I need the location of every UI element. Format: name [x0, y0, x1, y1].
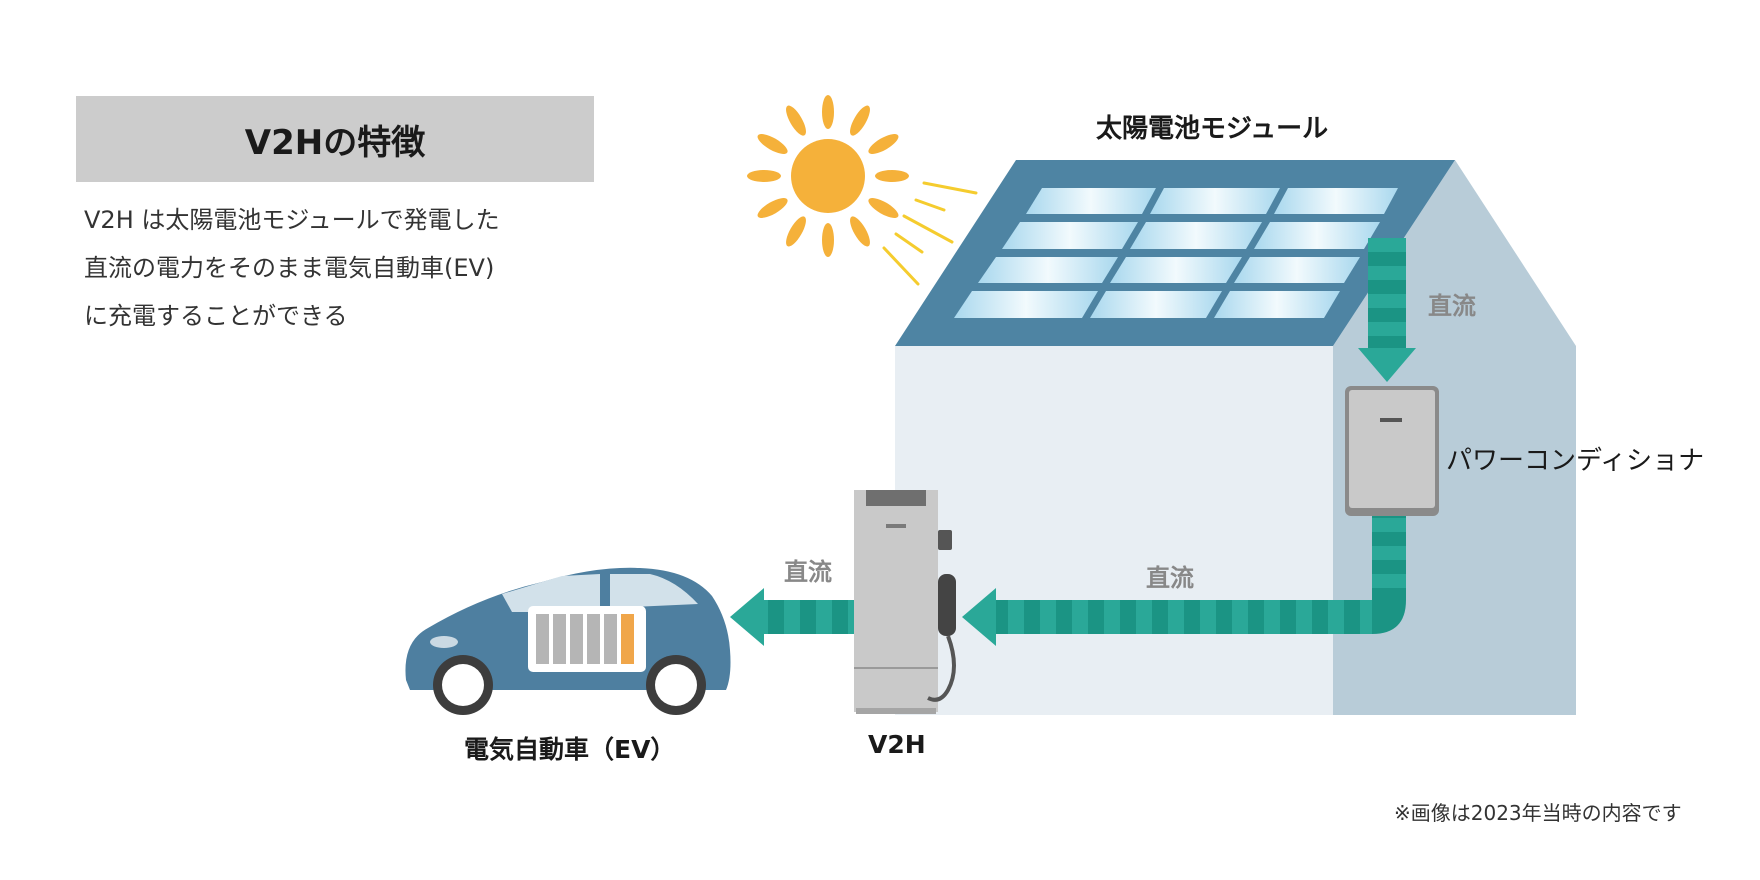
flow-arrow-body	[762, 600, 858, 634]
solar-panel-icon	[954, 188, 1398, 318]
feature-title: V2Hの特徴	[244, 122, 426, 163]
dc-flow-arrow-panel-to-conditioner	[1358, 238, 1416, 382]
flow-arrow-body	[994, 600, 1372, 634]
sun-ray	[875, 170, 909, 182]
flow-arrow-head	[730, 588, 764, 646]
house-front-wall	[895, 346, 1333, 715]
v2h-charger-slot	[886, 524, 906, 528]
v2h-charger-icon	[854, 490, 956, 714]
flow-arrow-head	[1358, 348, 1416, 382]
v2h-charger-cable	[927, 635, 956, 702]
solar-cell	[1234, 257, 1360, 283]
flow-arrow-body	[1372, 516, 1406, 600]
sun-ray	[757, 198, 788, 218]
solar-cell	[1274, 188, 1398, 214]
footnote: ※画像は2023年当時の内容です	[1394, 801, 1682, 825]
v2h-charger-base	[854, 490, 938, 712]
sun-icon	[747, 95, 909, 257]
dc-flow-label: 直流	[784, 558, 832, 586]
sun-ray	[786, 105, 806, 136]
dc-flow-label: 直流	[1428, 292, 1476, 320]
v2h-charger-top	[866, 490, 926, 506]
description-line: V2H は太陽電池モジュールで発電した	[84, 206, 500, 234]
sunbeam	[902, 214, 954, 244]
solar-cell	[1026, 188, 1156, 214]
sun-ray	[850, 216, 870, 247]
solar-cell	[954, 291, 1098, 318]
battery-cell-charged	[621, 614, 634, 664]
battery-icon	[528, 606, 646, 672]
car-wheel-hub	[442, 664, 484, 706]
battery-cell	[536, 614, 549, 664]
flow-arrow-elbow	[1372, 600, 1406, 634]
sun-ray	[786, 216, 806, 247]
solar-cell	[1150, 188, 1280, 214]
solar-cell	[1214, 291, 1340, 318]
sunbeam-lines	[882, 181, 978, 286]
sun-ray	[868, 134, 899, 154]
dc-flow-arrow-conditioner-to-v2h	[962, 516, 1406, 646]
flow-arrow-head	[962, 588, 996, 646]
v2h-charger-holder	[938, 530, 952, 550]
car-window	[502, 574, 600, 612]
flow-arrow-body	[1368, 238, 1406, 350]
sunbeam	[894, 232, 924, 254]
car-headlight	[430, 636, 458, 648]
sunbeam	[914, 198, 946, 212]
description-line: に充電することができる	[84, 302, 348, 330]
power-conditioner-indicator	[1380, 418, 1402, 422]
solar-cell	[978, 257, 1118, 283]
power-conditioner-icon	[1345, 386, 1439, 516]
v2h-charger-connector	[938, 574, 956, 636]
sun-disc	[791, 139, 865, 213]
solar-cell	[1130, 222, 1262, 249]
sun-ray	[822, 95, 834, 129]
solar-cell	[1110, 257, 1242, 283]
car-wheel-hub	[655, 664, 697, 706]
feature-title-box: V2Hの特徴	[76, 96, 594, 182]
solar-module-label: 太陽電池モジュール	[1096, 114, 1329, 144]
sun-ray	[868, 198, 899, 218]
sun-ray	[850, 105, 870, 136]
sun-ray	[747, 170, 781, 182]
v2h-charger-foot	[856, 708, 936, 714]
dc-flow-arrow-v2h-to-ev	[730, 588, 858, 646]
sun-ray	[757, 134, 788, 154]
solar-cell	[1254, 222, 1380, 249]
solar-cell	[1090, 291, 1222, 318]
power-conditioner-label: パワーコンディショナ	[1446, 446, 1705, 476]
power-conditioner-body	[1349, 390, 1435, 508]
dc-flow-label: 直流	[1146, 564, 1194, 592]
battery-cell	[553, 614, 566, 664]
feature-description: V2H は太陽電池モジュールで発電した 直流の電力をそのまま電気自動車(EV) …	[84, 196, 604, 340]
sun-ray	[822, 223, 834, 257]
v2h-label: V2H	[868, 730, 926, 759]
solar-cell	[1002, 222, 1138, 249]
description-line: 直流の電力をそのまま電気自動車(EV)	[84, 254, 495, 282]
battery-cell	[604, 614, 617, 664]
sunbeam	[882, 246, 920, 286]
sunbeam	[922, 181, 978, 195]
battery-cell	[587, 614, 600, 664]
ev-label: 電気自動車（EV）	[464, 735, 676, 764]
battery-cell	[570, 614, 583, 664]
car-window	[610, 574, 698, 608]
